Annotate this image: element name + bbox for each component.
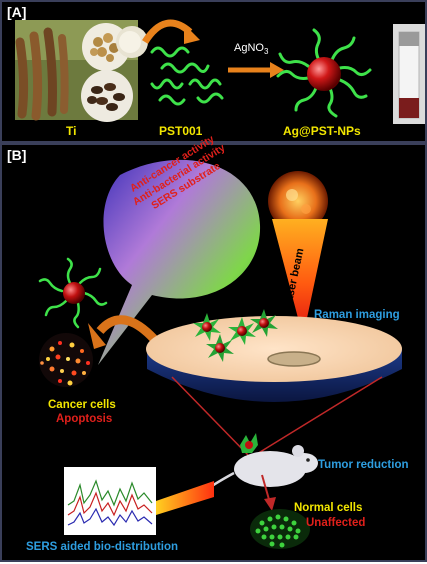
activity-bubble (98, 159, 261, 365)
cancer-cell-cluster (39, 333, 93, 387)
reagent-subscript: 3 (263, 47, 269, 57)
curved-arrow-icon (142, 19, 200, 44)
panel-b-label: [B] (7, 147, 27, 163)
cancer-cells-label: Cancer cells (48, 399, 116, 411)
nanoparticle-b (38, 257, 108, 329)
polymer-chains (150, 46, 224, 106)
unaffected-label: Unaffected (306, 517, 366, 529)
reaction-arrow (228, 62, 284, 78)
nanoparticle (276, 28, 372, 118)
sers-biodistribution-label: SERS aided bio-distribution (26, 541, 179, 553)
raman-imaging-label: Raman imaging (314, 309, 400, 321)
laser-source (268, 171, 328, 337)
panel-a-graphics (15, 19, 425, 124)
reagent-formula: AgNO (234, 42, 264, 54)
caption-ag-pst-nps: Ag@PST-NPs (283, 124, 361, 138)
panel-b-graphics (38, 159, 402, 549)
normal-cells-label: Normal cells (294, 502, 363, 514)
imaging-cone (156, 481, 214, 515)
caption-pst001: PST001 (159, 124, 203, 138)
connector-lines (171, 376, 383, 458)
panel-a-label: [A] (7, 4, 27, 20)
reagent-label: AgNO3 (234, 42, 268, 56)
apoptosis-label: Apoptosis (56, 413, 113, 425)
tamarind-photo (15, 20, 148, 122)
tumor-reduction-label: Tumor reduction (318, 459, 409, 471)
panel-b: [B] Anti-cancer activity Anti-bacterial … (0, 133, 427, 562)
vial-photo (393, 24, 425, 124)
panel-a: [A] AgNO3 Ti PST001 Ag@PST-NPs (0, 0, 427, 143)
mouse (201, 433, 318, 511)
sers-spectrum-plot (64, 467, 156, 535)
normal-cell-cluster (250, 509, 310, 549)
curved-arrow-icon (88, 315, 158, 349)
caption-ti: Ti (66, 124, 77, 138)
particles-on-disc (193, 309, 278, 362)
